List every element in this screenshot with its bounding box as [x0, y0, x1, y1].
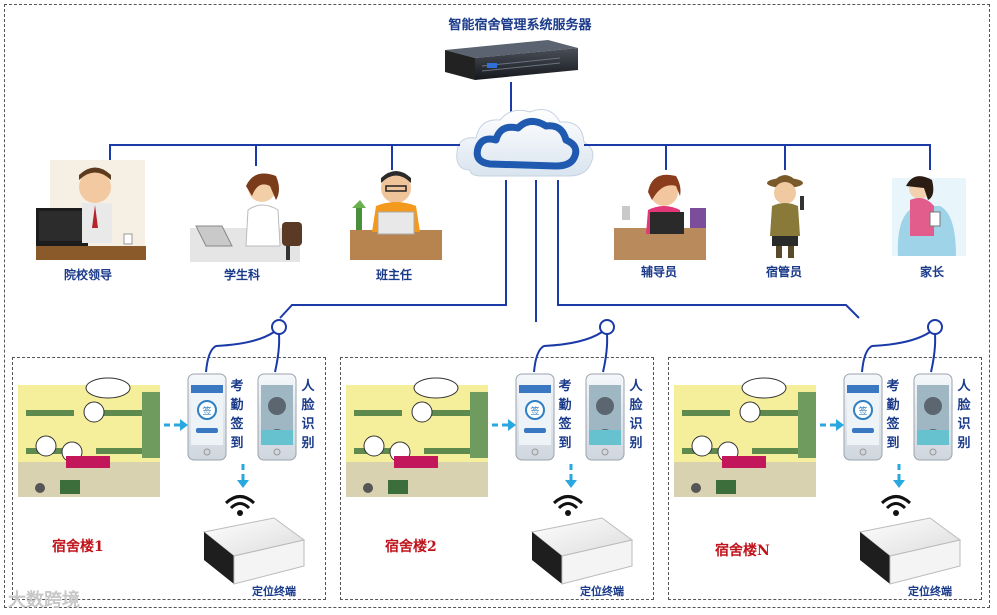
face-label-2: 人脸识别 — [629, 379, 643, 451]
cloud-icon — [456, 109, 594, 177]
link-to-attendance-phone — [533, 331, 603, 373]
sign-in-glyph: 签 — [530, 405, 539, 417]
down-arrow-head — [893, 480, 905, 488]
face-recognition-phone-icon — [257, 373, 297, 461]
terminal-label-1: 定位终端 — [252, 585, 296, 598]
building-links — [279, 180, 860, 322]
terminal-label-2: 定位终端 — [580, 585, 624, 598]
parent-illustration — [892, 176, 966, 256]
attendance-label-n: 考勤签到 — [886, 379, 900, 451]
school-leader-illustration — [36, 160, 146, 260]
attendance-label-1: 考勤签到 — [230, 379, 244, 451]
wifi-icon — [224, 495, 256, 516]
server-label: 智能宿舍管理系统服务器 — [448, 18, 592, 33]
dorm-manager-illustration — [767, 175, 804, 258]
wifi-icon — [552, 495, 584, 516]
role-label-student-affairs: 学生科 — [224, 268, 261, 282]
arrow-head — [508, 419, 516, 431]
positioning-terminal-icon — [858, 517, 962, 585]
positioning-terminal-icon — [530, 517, 634, 585]
role-label-counselor: 辅导员 — [641, 265, 678, 279]
attendance-label-2: 考勤签到 — [558, 379, 572, 451]
attendance-phone-icon: 签 — [843, 373, 883, 461]
positioning-terminal-icon — [202, 517, 306, 585]
role-label-parent: 家长 — [920, 265, 945, 279]
junction-node — [599, 319, 615, 335]
building-group-1: 签 — [18, 319, 306, 585]
building-box-1 — [12, 357, 326, 600]
attendance-phone-icon: 签 — [515, 373, 555, 461]
role-label-class-teacher: 班主任 — [376, 268, 413, 282]
building-label-2: 宿舍楼2 — [385, 539, 437, 555]
arrow-head — [836, 419, 844, 431]
sign-in-glyph: 签 — [858, 405, 867, 417]
wifi-icon — [880, 495, 912, 516]
down-arrow-head — [237, 480, 249, 488]
class-teacher-illustration — [350, 171, 442, 260]
watermark-text: 大数跨境 — [8, 590, 80, 611]
face-recognition-phone-icon — [913, 373, 953, 461]
face-label-n: 人脸识别 — [957, 379, 971, 451]
dorm-room-illustration — [18, 377, 160, 497]
counselor-illustration — [614, 174, 706, 260]
dorm-room-illustration — [346, 377, 488, 497]
sign-in-glyph: 签 — [202, 405, 211, 417]
building-group-2: 签 — [346, 319, 634, 585]
building-box-n — [668, 357, 982, 600]
role-label-dorm-manager: 宿管员 — [766, 265, 803, 279]
junction-node — [271, 319, 287, 335]
link-to-attendance-phone — [205, 331, 275, 373]
building-group-n: 签 — [674, 319, 962, 585]
link-to-face-phone — [602, 333, 609, 373]
server-icon — [445, 40, 578, 80]
building-label-1: 宿舍楼1 — [52, 539, 104, 555]
dorm-room-illustration — [674, 377, 816, 497]
role-label-school-leader: 院校领导 — [64, 268, 113, 282]
student-affairs-illustration — [190, 173, 302, 262]
role-bus — [109, 144, 931, 170]
link-to-face-phone — [274, 333, 281, 373]
building-box-2 — [340, 357, 654, 600]
terminal-label-n: 定位终端 — [908, 585, 952, 598]
face-recognition-phone-icon — [585, 373, 625, 461]
face-label-1: 人脸识别 — [301, 379, 315, 451]
attendance-phone-icon: 签 — [187, 373, 227, 461]
link-to-face-phone — [930, 333, 937, 373]
junction-node — [927, 319, 943, 335]
diagram-frame — [4, 4, 990, 608]
arrow-head — [180, 419, 188, 431]
link-to-attendance-phone — [861, 331, 931, 373]
building-label-n: 宿舍楼N — [715, 543, 770, 559]
down-arrow-head — [565, 480, 577, 488]
